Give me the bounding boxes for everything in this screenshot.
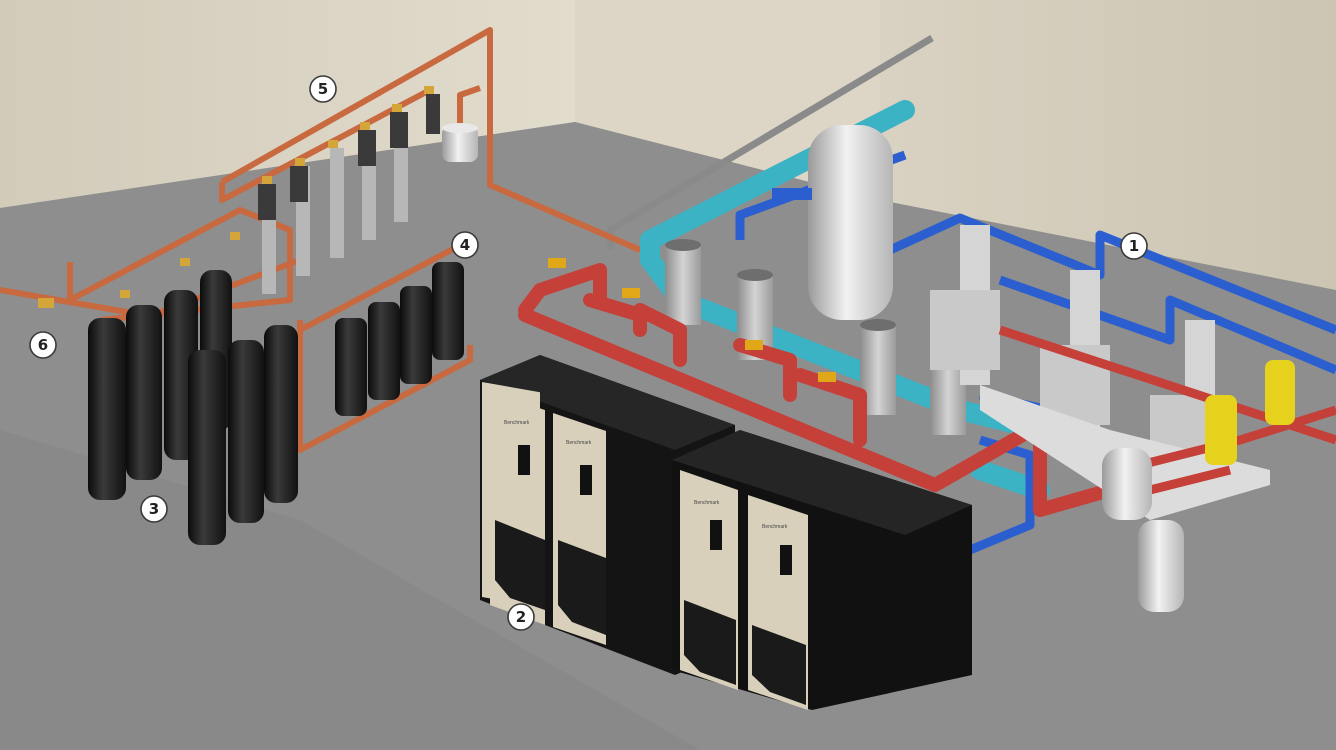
boilers: Benchmark Benchmark Benchmark Benchmark xyxy=(480,355,972,710)
pump xyxy=(1205,395,1237,465)
callout-1-label: 1 xyxy=(1129,237,1139,255)
boiler-brand-label: Benchmark xyxy=(694,500,720,506)
left-wall xyxy=(0,0,575,208)
right-wall xyxy=(880,0,1336,290)
boiler-brand-label: Benchmark xyxy=(762,524,788,530)
callout-3[interactable]: 3 xyxy=(140,495,168,523)
expansion-tank-small xyxy=(442,123,478,162)
callout-1[interactable]: 1 xyxy=(1120,232,1148,260)
callout-2[interactable]: 2 xyxy=(507,603,535,631)
back-wall xyxy=(575,0,880,200)
filter-tank xyxy=(126,305,162,480)
callout-4[interactable]: 4 xyxy=(451,231,479,259)
callout-2-label: 2 xyxy=(516,608,526,626)
callout-5[interactable]: 5 xyxy=(309,75,337,103)
cartridge-filter xyxy=(400,286,432,384)
floor-shade xyxy=(0,430,700,750)
filter-tank xyxy=(188,350,226,545)
callout-6[interactable]: 6 xyxy=(29,331,57,359)
callout-5-label: 5 xyxy=(318,80,328,98)
buffer-tank xyxy=(772,125,893,320)
callout-6-label: 6 xyxy=(38,336,48,354)
callout-4-label: 4 xyxy=(460,236,470,254)
manifold-valves xyxy=(38,86,434,308)
boiler-brand-label: Benchmark xyxy=(504,420,530,426)
pump xyxy=(1265,360,1295,425)
vent-pipe xyxy=(606,34,934,250)
gas-valves xyxy=(548,258,836,382)
filter-tank xyxy=(264,325,298,503)
filter-tank xyxy=(88,318,126,500)
cartridge-filter xyxy=(368,302,400,400)
boiler-brand-label: Benchmark xyxy=(566,440,592,446)
filter-tank xyxy=(228,340,264,523)
pumps xyxy=(1205,360,1295,465)
expansion-tanks xyxy=(1102,448,1184,612)
flue-stacks xyxy=(665,239,966,435)
callout-3-label: 3 xyxy=(149,500,159,518)
cartridge-filter xyxy=(432,262,464,360)
filter-tanks xyxy=(88,270,298,545)
softener-units xyxy=(258,94,440,294)
cartridge-filters xyxy=(335,262,464,416)
cartridge-filter xyxy=(335,318,367,416)
